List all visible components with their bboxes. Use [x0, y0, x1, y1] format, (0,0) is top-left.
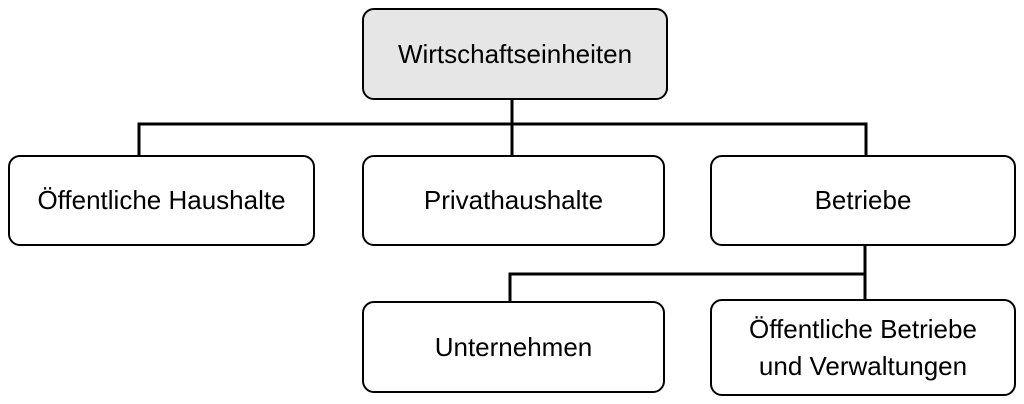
node-oeffentliche-betriebe-und-verwaltungen: Öffentliche Betriebe und Verwaltungen — [710, 299, 1016, 396]
node-privathaushalte: Privathaushalte — [362, 155, 665, 246]
node-oeffentliche-haushalte: Öffentliche Haushalte — [8, 155, 315, 246]
edge-root-children-bracket — [137, 122, 868, 155]
node-unternehmen: Unternehmen — [362, 301, 665, 393]
node-wirtschaftseinheiten: Wirtschaftseinheiten — [362, 8, 668, 100]
node-betriebe: Betriebe — [710, 155, 1016, 246]
edge-betriebe-children-bracket — [508, 272, 865, 302]
